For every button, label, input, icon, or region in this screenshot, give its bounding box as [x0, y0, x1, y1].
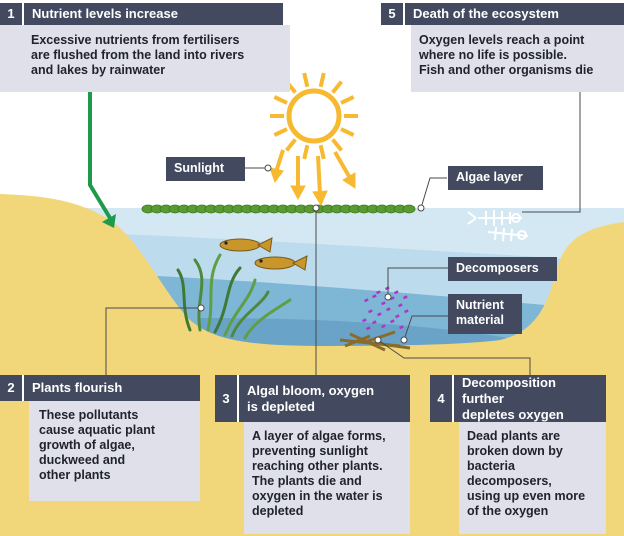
- step-1-number: 1: [0, 3, 24, 25]
- decomposers-dots: [361, 286, 409, 331]
- sun-icon: [270, 72, 358, 160]
- leader-dot: [312, 204, 320, 212]
- dead-fish-skeleton-icon: [467, 210, 529, 242]
- nutrient-material-debris: [339, 330, 411, 352]
- fish-icon: [219, 237, 273, 253]
- step-5-text: Oxygen levels reach a point where no lif…: [411, 25, 624, 92]
- sunlight-arrows: [269, 149, 356, 207]
- algae-layer-mat: [141, 204, 416, 214]
- step-5-number: 5: [381, 3, 405, 25]
- leader-dot: [264, 164, 272, 172]
- leader-dot: [417, 204, 425, 212]
- step-3-text: A layer of algae forms, preventing sunli…: [244, 422, 410, 534]
- step-1-text: Excessive nutrients from fertilisers are…: [0, 25, 290, 92]
- step-2-title: Plants flourish: [32, 380, 123, 395]
- step-1-title: Nutrient levels increase: [32, 6, 178, 21]
- step-4-text: Dead plants are broken down by bacteria …: [459, 422, 606, 534]
- step-3-number: 3: [215, 375, 239, 422]
- step-5-header: 5 Death of the ecosystem: [381, 3, 624, 25]
- leader-dot: [384, 293, 392, 301]
- step-2-number: 2: [0, 375, 24, 401]
- leader-lines: [105, 92, 581, 375]
- step-2-text: These pollutants cause aquatic plant gro…: [29, 401, 200, 501]
- aquatic-plants-icon: [176, 253, 292, 340]
- label-sunlight: Sunlight: [166, 157, 245, 181]
- step-3-title: Algal bloom, oxygen is depleted: [247, 382, 375, 414]
- step-4-header: 4 Decomposition further depletes oxygen: [430, 375, 606, 422]
- step-2-header: 2 Plants flourish: [0, 375, 200, 401]
- leader-dot: [197, 304, 205, 312]
- leader-dot: [400, 336, 408, 344]
- step-4-number: 4: [430, 375, 454, 422]
- step-4-title: Decomposition further depletes oxygen: [462, 374, 564, 422]
- step-5-title: Death of the ecosystem: [413, 6, 559, 21]
- step-3-header: 3 Algal bloom, oxygen is depleted: [215, 375, 410, 422]
- leader-dot: [374, 336, 382, 344]
- label-nutrient-material: Nutrient material: [448, 294, 522, 334]
- runoff-arrow: [88, 90, 116, 228]
- step-1-header: 1 Nutrient levels increase: [0, 3, 283, 25]
- label-decomposers: Decomposers: [448, 257, 557, 281]
- fish-icon: [254, 255, 308, 271]
- label-algae-layer: Algae layer: [448, 166, 543, 190]
